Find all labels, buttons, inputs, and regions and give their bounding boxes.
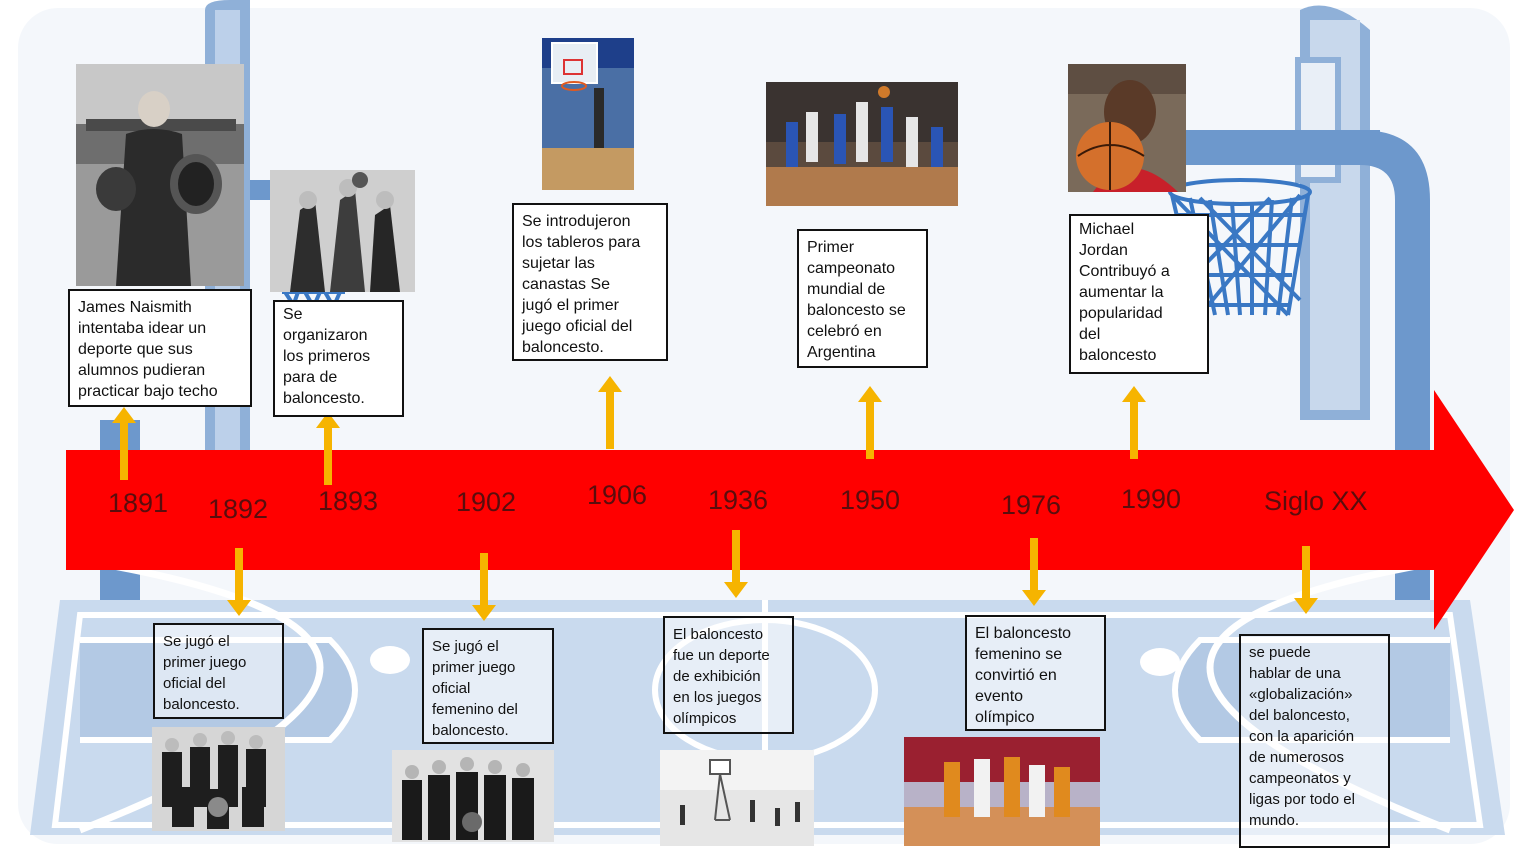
event-box-siglo-xx: se puede hablar de una «globalización» d… — [1239, 634, 1390, 848]
event-box-1976: El baloncesto femenino se convirtió en e… — [965, 615, 1106, 731]
year-label-1893: 1893 — [318, 486, 379, 516]
year-label-1936: 1936 — [708, 485, 769, 515]
naismith-photo — [76, 64, 244, 286]
down-arrow-siglo-xx — [1294, 546, 1318, 614]
down-arrow-1936 — [724, 530, 748, 598]
olympic-1936-photo — [660, 750, 814, 846]
up-arrow-1906 — [598, 376, 622, 449]
up-arrow-1893 — [316, 412, 340, 485]
year-label-1892: 1892 — [208, 494, 269, 524]
team-1892-photo — [152, 727, 285, 831]
event-box-1906: Se introdujeron los tableros para sujeta… — [512, 203, 668, 361]
backboard-photo — [542, 38, 634, 190]
world-championship-photo — [766, 82, 958, 206]
early-basketball-photo — [270, 170, 415, 292]
timeline-arrow — [66, 390, 1514, 630]
michael-jordan-photo — [1068, 64, 1186, 192]
event-box-1893: Se organizaron los primeros para de balo… — [273, 300, 404, 417]
year-label-1990: 1990 — [1121, 484, 1182, 514]
down-arrow-1976 — [1022, 538, 1046, 606]
event-box-1950: Primer campeonato mundial de baloncesto … — [797, 229, 928, 368]
year-label-1976: 1976 — [1001, 490, 1062, 520]
year-label-1906: 1906 — [587, 480, 648, 510]
down-arrow-1892 — [227, 548, 251, 616]
event-box-1990: Michael Jordan Contribuyó a aumentar la … — [1069, 214, 1209, 374]
event-box-1891: James Naismith intentaba idear un deport… — [68, 289, 252, 407]
year-label-1902: 1902 — [456, 487, 517, 517]
event-box-1892: Se jugó el primer juego oficial del balo… — [153, 623, 284, 719]
year-label-siglo-xx: Siglo XX — [1264, 486, 1368, 516]
womens-team-photo — [392, 750, 554, 842]
down-arrow-1902 — [472, 553, 496, 621]
womens-olympic-photo — [904, 737, 1100, 846]
up-arrow-1990 — [1122, 386, 1146, 459]
up-arrow-1950 — [858, 386, 882, 459]
event-box-1936: El baloncesto fue un deporte de exhibici… — [663, 616, 794, 734]
event-box-1902: Se jugó el primer juego oficial femenino… — [422, 628, 554, 744]
year-label-1891: 1891 — [108, 488, 169, 518]
year-label-1950: 1950 — [840, 485, 901, 515]
up-arrow-1891 — [112, 407, 136, 480]
